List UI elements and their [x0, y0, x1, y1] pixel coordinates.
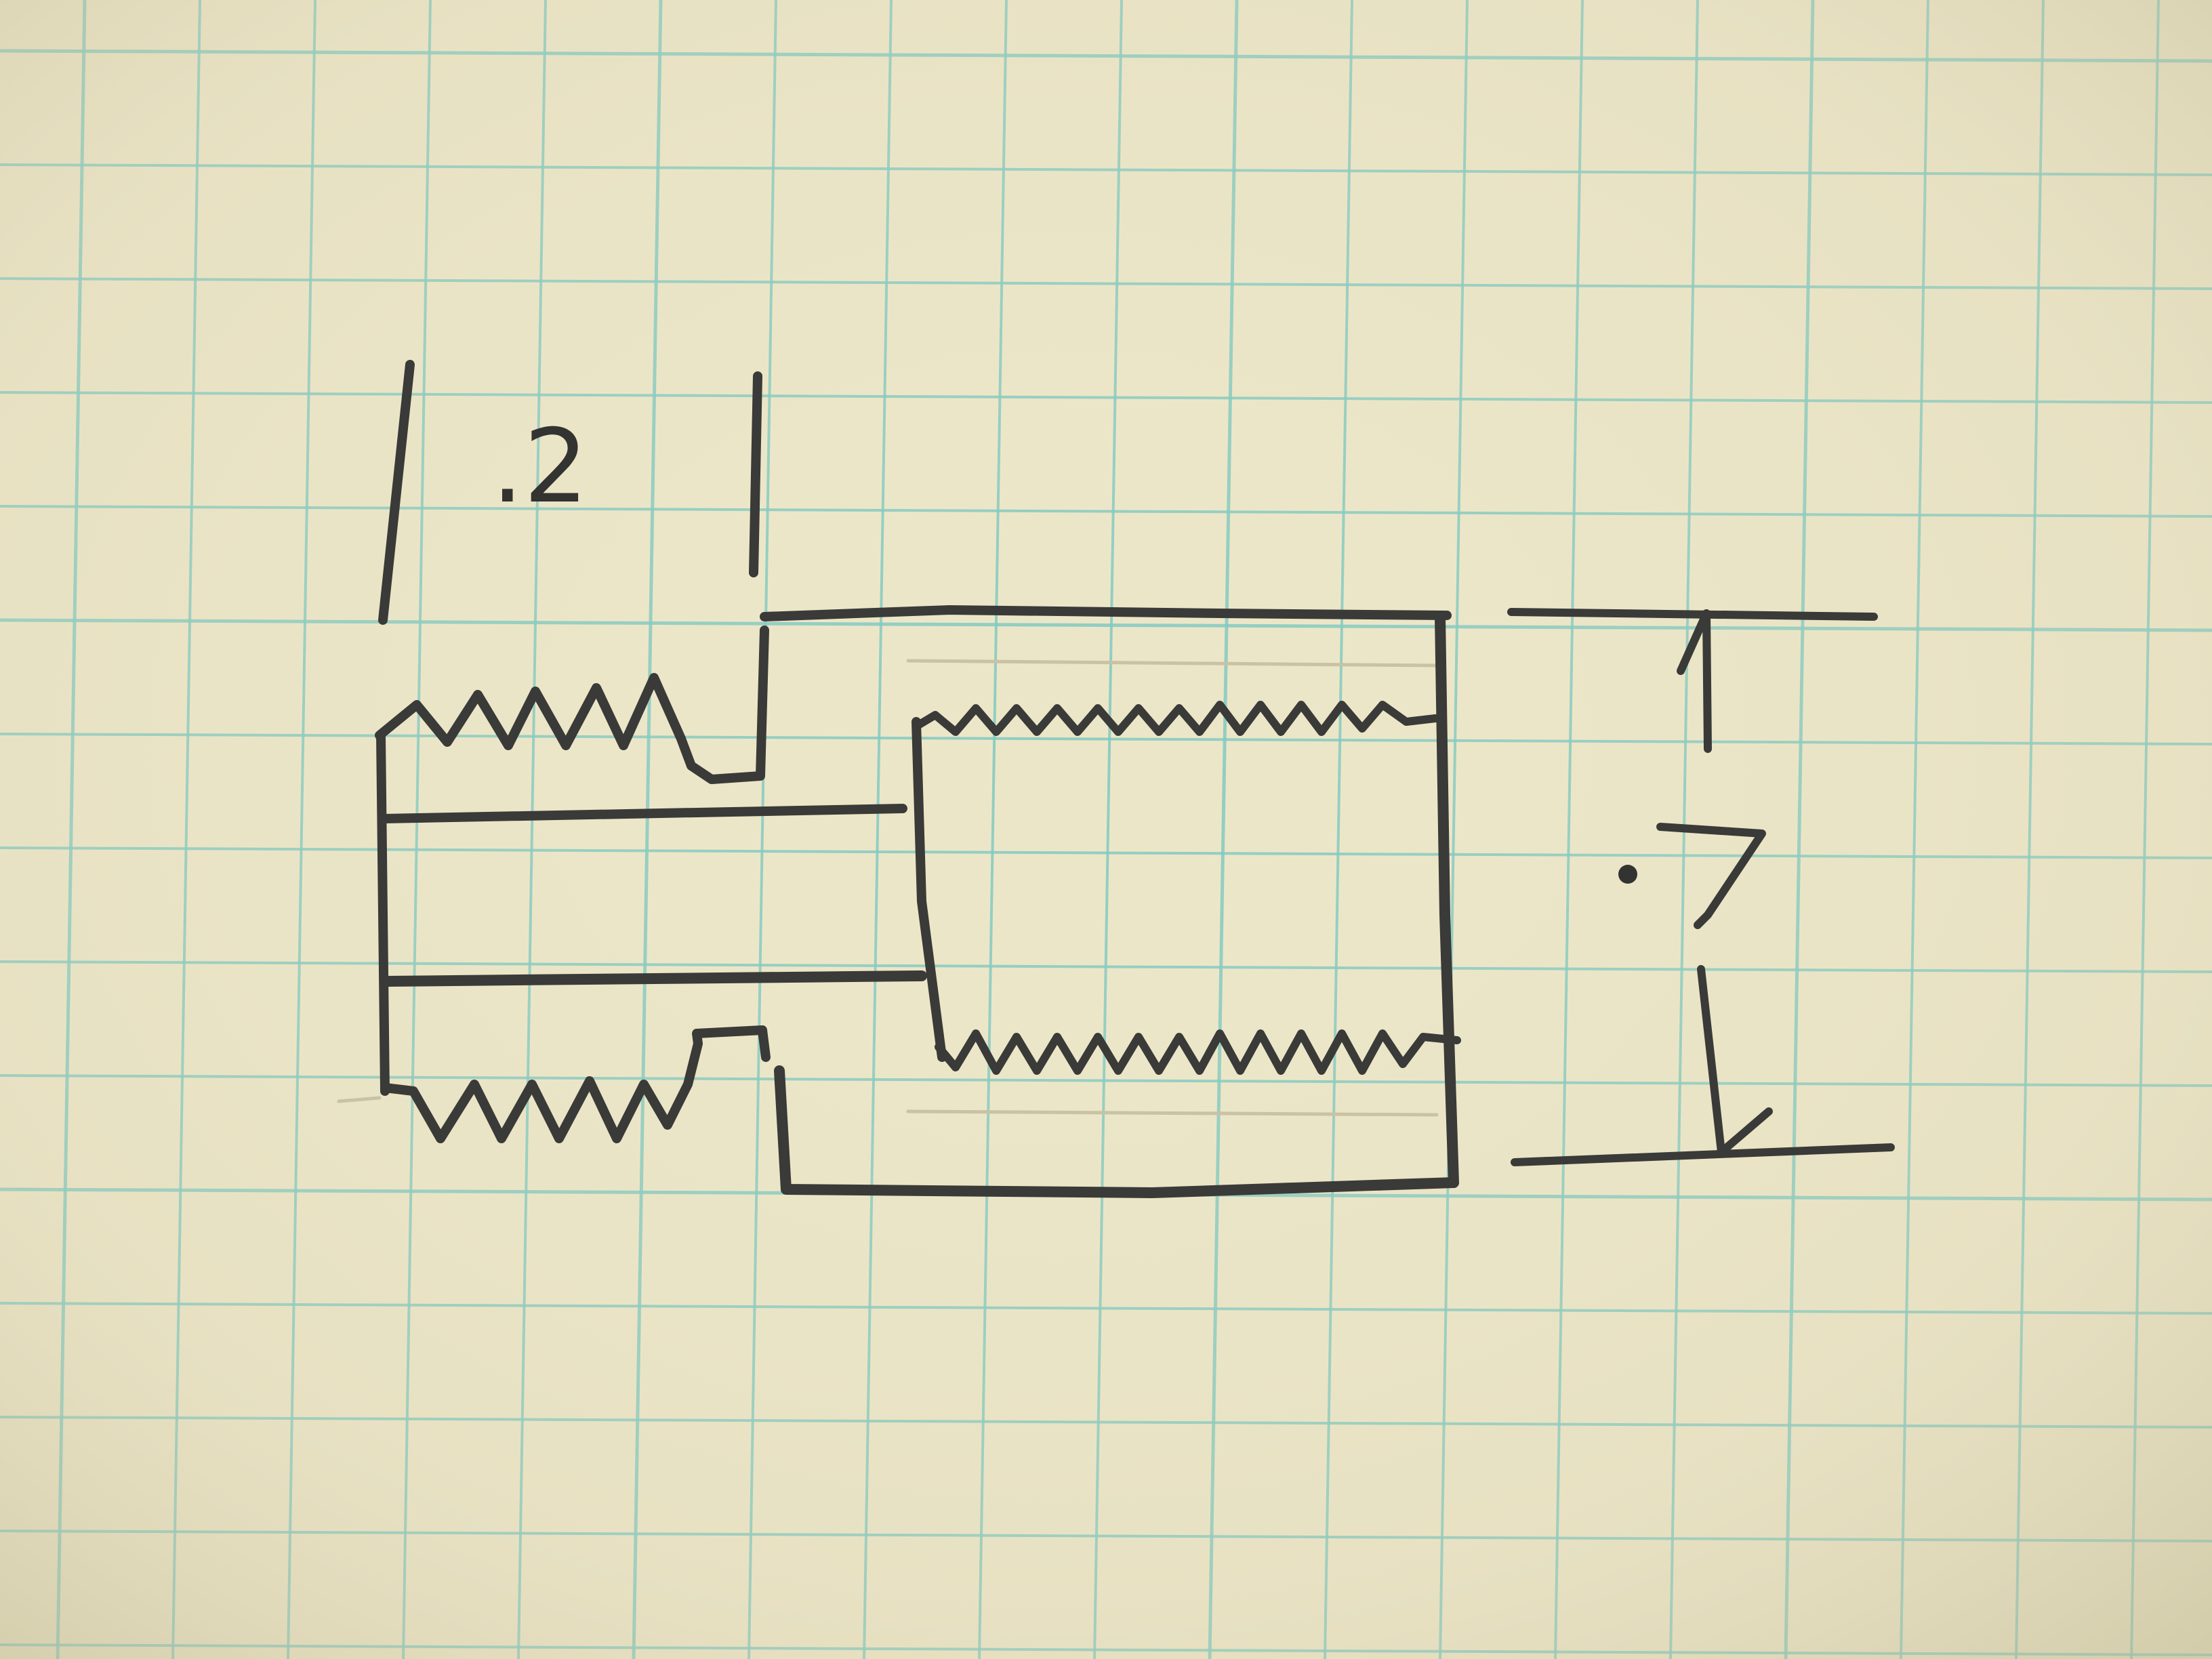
left-fitting-top-thread: [375, 626, 769, 784]
bore-upper-line: [380, 804, 907, 823]
left-fitting-bottom-thread: [380, 1025, 771, 1143]
height-arrow-up: [1677, 609, 1712, 753]
height-dimension: .7: [1507, 608, 1895, 1166]
inner-bottom-thread: [935, 1029, 1461, 1075]
inner-top-thread: [914, 701, 1439, 736]
height-decimal-point: [1618, 865, 1637, 884]
right-threaded-fitting: [760, 605, 1461, 1198]
width-extension-line-left: [378, 360, 415, 625]
height-extension-line-bottom: [1511, 1143, 1895, 1166]
width-dimension-label: .2: [491, 408, 588, 526]
left-threaded-fitting: [375, 626, 927, 1143]
height-arrow-down: [1697, 965, 1773, 1156]
right-fitting-bottom-edge: [774, 1065, 1459, 1198]
right-fitting-top-edge: [760, 605, 1452, 621]
height-digit-seven: [1656, 823, 1766, 929]
left-fitting-outer-edge: [376, 731, 390, 1096]
width-dimension: .2: [378, 360, 762, 625]
bore-lower-line: [381, 970, 927, 987]
erased-guide-lines: [337, 659, 1439, 1117]
width-extension-line-right: [749, 371, 762, 577]
right-fitting-outer-edge: [1435, 611, 1459, 1188]
height-extension-line-top: [1507, 608, 1878, 621]
inner-bore-left-edge: [912, 717, 947, 1062]
